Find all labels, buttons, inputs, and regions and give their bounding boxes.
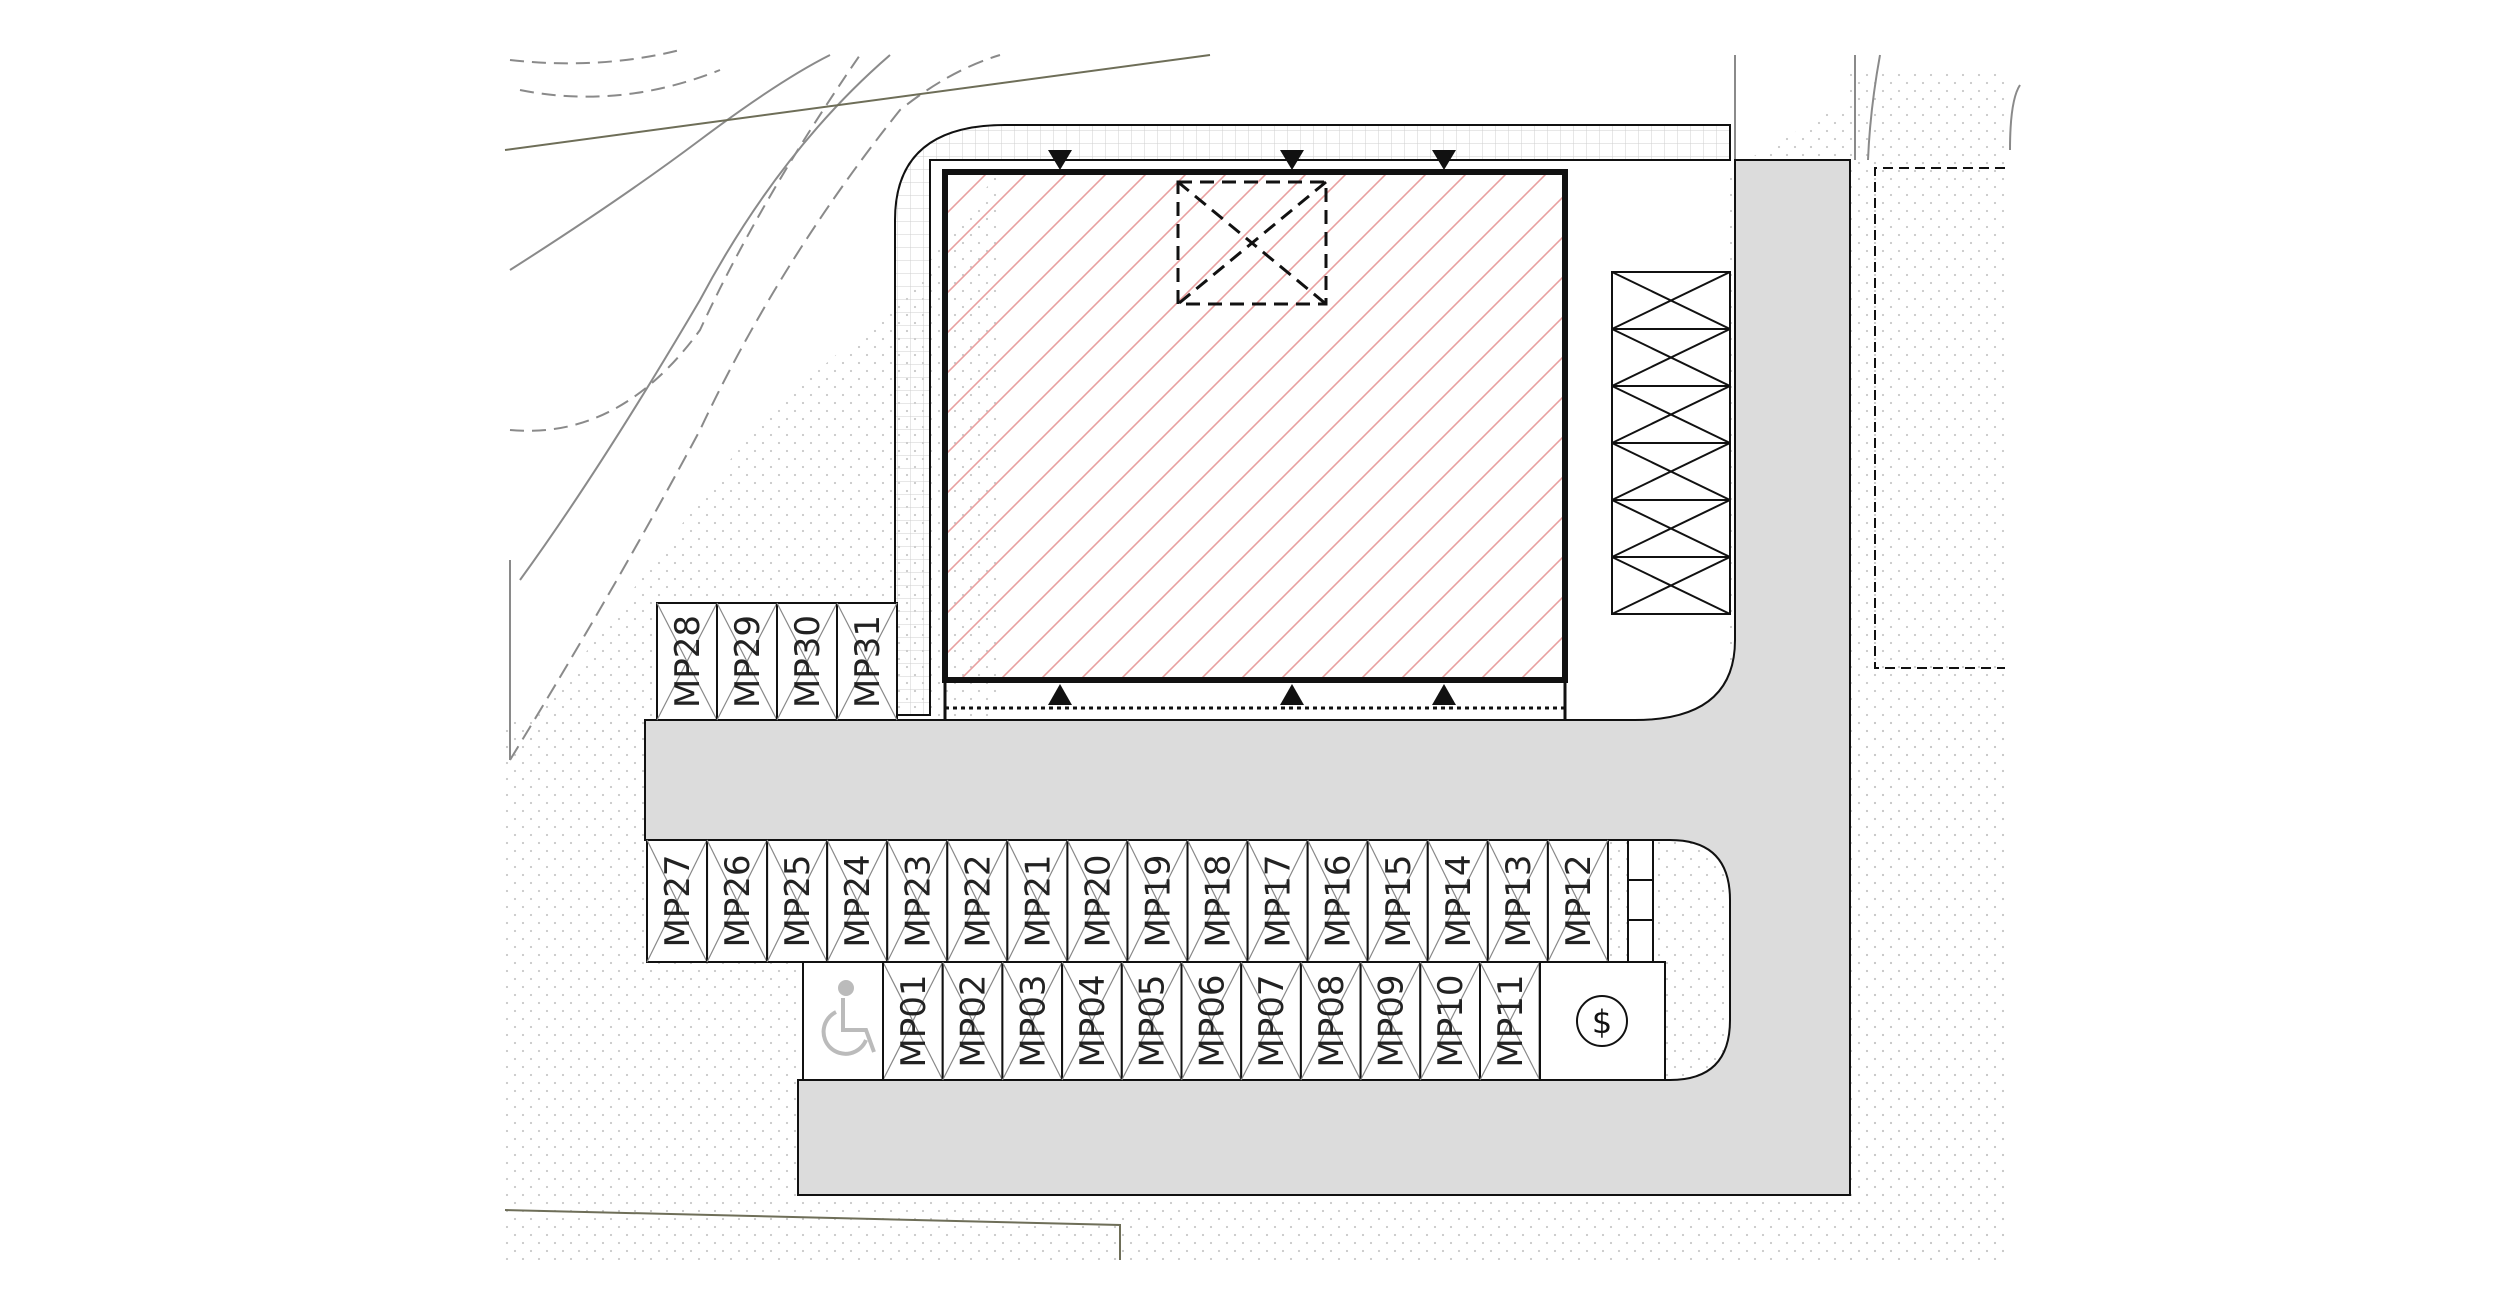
loading-bay: [1611, 442, 1731, 501]
parking-space: MP05: [1120, 961, 1183, 1081]
parking-space-label: MP07: [1252, 974, 1292, 1067]
parking-space-label: MP17: [1259, 854, 1299, 947]
access-road: [644, 159, 1851, 1196]
curb-lines: [1734, 54, 2021, 161]
entrance-arrows: [1048, 150, 1456, 705]
parking-space: MP02: [941, 961, 1004, 1081]
parking-space-label: MP26: [718, 854, 758, 947]
parking-space: MP03: [1001, 961, 1064, 1081]
parking-space-label: MP12: [1559, 854, 1599, 947]
parking-space: MP01: [882, 961, 944, 1081]
parking-space-label: MP01: [894, 974, 934, 1067]
loading-bay: [1611, 328, 1731, 387]
parking-space: MP22: [946, 839, 1009, 963]
parking-space: MP24: [826, 839, 889, 963]
property-boundary: [504, 54, 1211, 1260]
parking-space-label: MP03: [1013, 974, 1053, 1067]
payment-space: $: [1539, 961, 1666, 1081]
parking-space-label: MP31: [848, 615, 888, 708]
parking-space: MP12: [1546, 839, 1609, 963]
parking-space: MP06: [1180, 961, 1243, 1081]
parking-space: MP19: [1126, 839, 1189, 963]
parking-upper-row: MP28 MP29 MP30 MP31: [656, 602, 898, 721]
parking-space: MP16: [1306, 839, 1369, 963]
parking-space: MP28: [656, 602, 718, 721]
parking-space-label: MP02: [954, 974, 994, 1067]
parking-space-label: MP14: [1439, 854, 1479, 947]
parking-space: MP25: [766, 839, 829, 963]
parking-space: MP18: [1186, 839, 1249, 963]
parking-space: MP14: [1426, 839, 1489, 963]
loading-bays: [1611, 271, 1731, 615]
parking-space-label: MP16: [1319, 854, 1359, 947]
roof-feature: [1176, 180, 1328, 306]
parking-space-label: MP11: [1491, 974, 1531, 1067]
parking-middle-row: MP27 MP26 MP25 MP24 MP23 MP22 MP21 MP20 MP19 MP18…: [646, 839, 1609, 963]
parking-space-label: MP20: [1078, 854, 1118, 947]
parking-space: MP29: [716, 602, 778, 721]
parking-space-label: MP04: [1073, 974, 1113, 1067]
parking-space: MP27: [646, 839, 709, 963]
loading-bay: [1611, 271, 1731, 330]
payment-glyph: $: [1592, 1003, 1612, 1041]
striped-end-space: [1627, 839, 1654, 963]
parking-space-label: MP21: [1018, 854, 1058, 947]
parking-space-label: MP22: [958, 854, 998, 947]
parking-space-label: MP19: [1139, 854, 1179, 947]
parking-space: MP26: [706, 839, 769, 963]
contour-lines: [509, 49, 1001, 761]
loading-bay: [1611, 556, 1731, 615]
parking-space-label: MP29: [728, 615, 768, 708]
dollar-sign-icon: [1576, 995, 1628, 1047]
parking-space-label: MP30: [788, 615, 828, 708]
parking-space-label: MP28: [668, 615, 708, 708]
wheelchair-icon: [821, 980, 876, 1056]
sidewalk: [894, 124, 1731, 716]
parking-space-label: MP09: [1371, 974, 1411, 1067]
parking-space-label: MP27: [658, 854, 698, 947]
parking-space-label: MP05: [1133, 974, 1173, 1067]
parking-space: MP31: [836, 602, 898, 721]
parking-space: MP17: [1246, 839, 1309, 963]
parking-space: MP30: [776, 602, 838, 721]
loading-bay: [1611, 385, 1731, 444]
loading-bay: [1611, 499, 1731, 558]
parking-space-label: MP25: [778, 854, 818, 947]
parking-space-label: MP10: [1431, 974, 1471, 1067]
parking-space: MP11: [1479, 961, 1541, 1081]
parking-space: MP10: [1419, 961, 1482, 1081]
parking-space-label: MP15: [1379, 854, 1419, 947]
parking-space-label: MP23: [898, 854, 938, 947]
parking-space: MP09: [1359, 961, 1422, 1081]
parking-space: MP20: [1066, 839, 1129, 963]
parking-space: MP23: [886, 839, 949, 963]
building: [942, 169, 1568, 720]
parking-space-label: MP24: [838, 854, 878, 947]
parking-lower-row: MP01 MP02 MP03 MP04 MP05 MP06 MP07 MP08 MP09 MP10…: [882, 961, 1541, 1081]
parking-space-label: MP18: [1199, 854, 1239, 947]
parking-space-label: MP08: [1312, 974, 1352, 1067]
adjacent-lot-outline: [1874, 167, 2005, 669]
parking-space: MP13: [1486, 839, 1549, 963]
accessible-space: [802, 961, 884, 1081]
parking-space: MP04: [1061, 961, 1123, 1081]
parking-space: MP07: [1240, 961, 1302, 1081]
parking-space-label: MP06: [1192, 974, 1232, 1067]
parking-space: MP08: [1299, 961, 1362, 1081]
parking-space: MP21: [1006, 839, 1069, 963]
parking-space-label: MP13: [1499, 854, 1539, 947]
parking-space: MP15: [1366, 839, 1429, 963]
